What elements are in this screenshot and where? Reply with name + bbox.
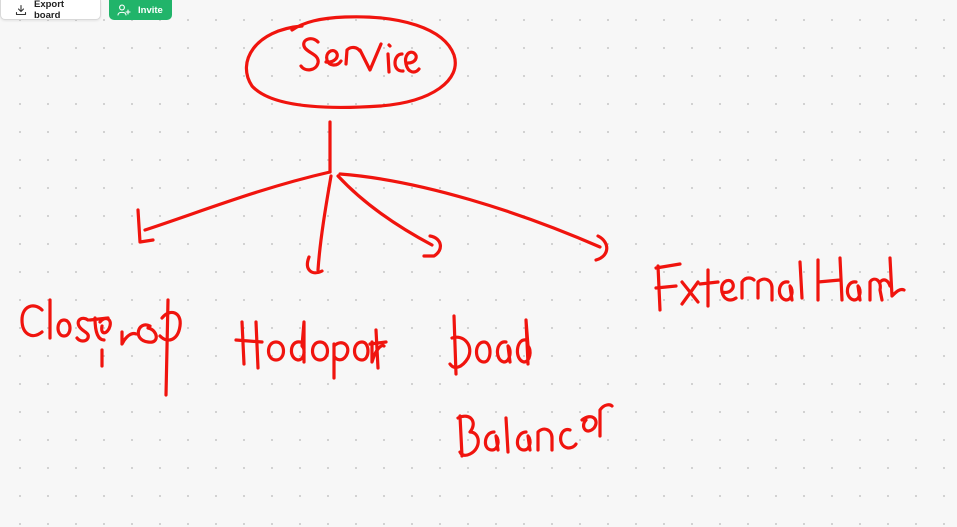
sketch-connectors (136, 120, 609, 275)
invite-label: Invite (138, 4, 163, 16)
service-ellipse (244, 15, 457, 109)
sketch-clusterip-label[interactable] (20, 298, 182, 397)
export-board-label: Export board (34, 0, 65, 21)
export-board-button[interactable]: Export board (0, 0, 101, 21)
service-handwriting (299, 37, 421, 74)
board-toolbar: Export board Invite (0, 0, 172, 21)
add-user-icon (117, 4, 131, 16)
sketch-nodeport-label[interactable] (234, 320, 388, 380)
sketch-externalname-label[interactable] (654, 256, 906, 312)
sketch-service-node[interactable] (244, 15, 457, 109)
download-icon (15, 4, 27, 15)
sketch-loadbalancer-label[interactable] (448, 314, 614, 458)
invite-button[interactable]: Invite (109, 0, 172, 20)
